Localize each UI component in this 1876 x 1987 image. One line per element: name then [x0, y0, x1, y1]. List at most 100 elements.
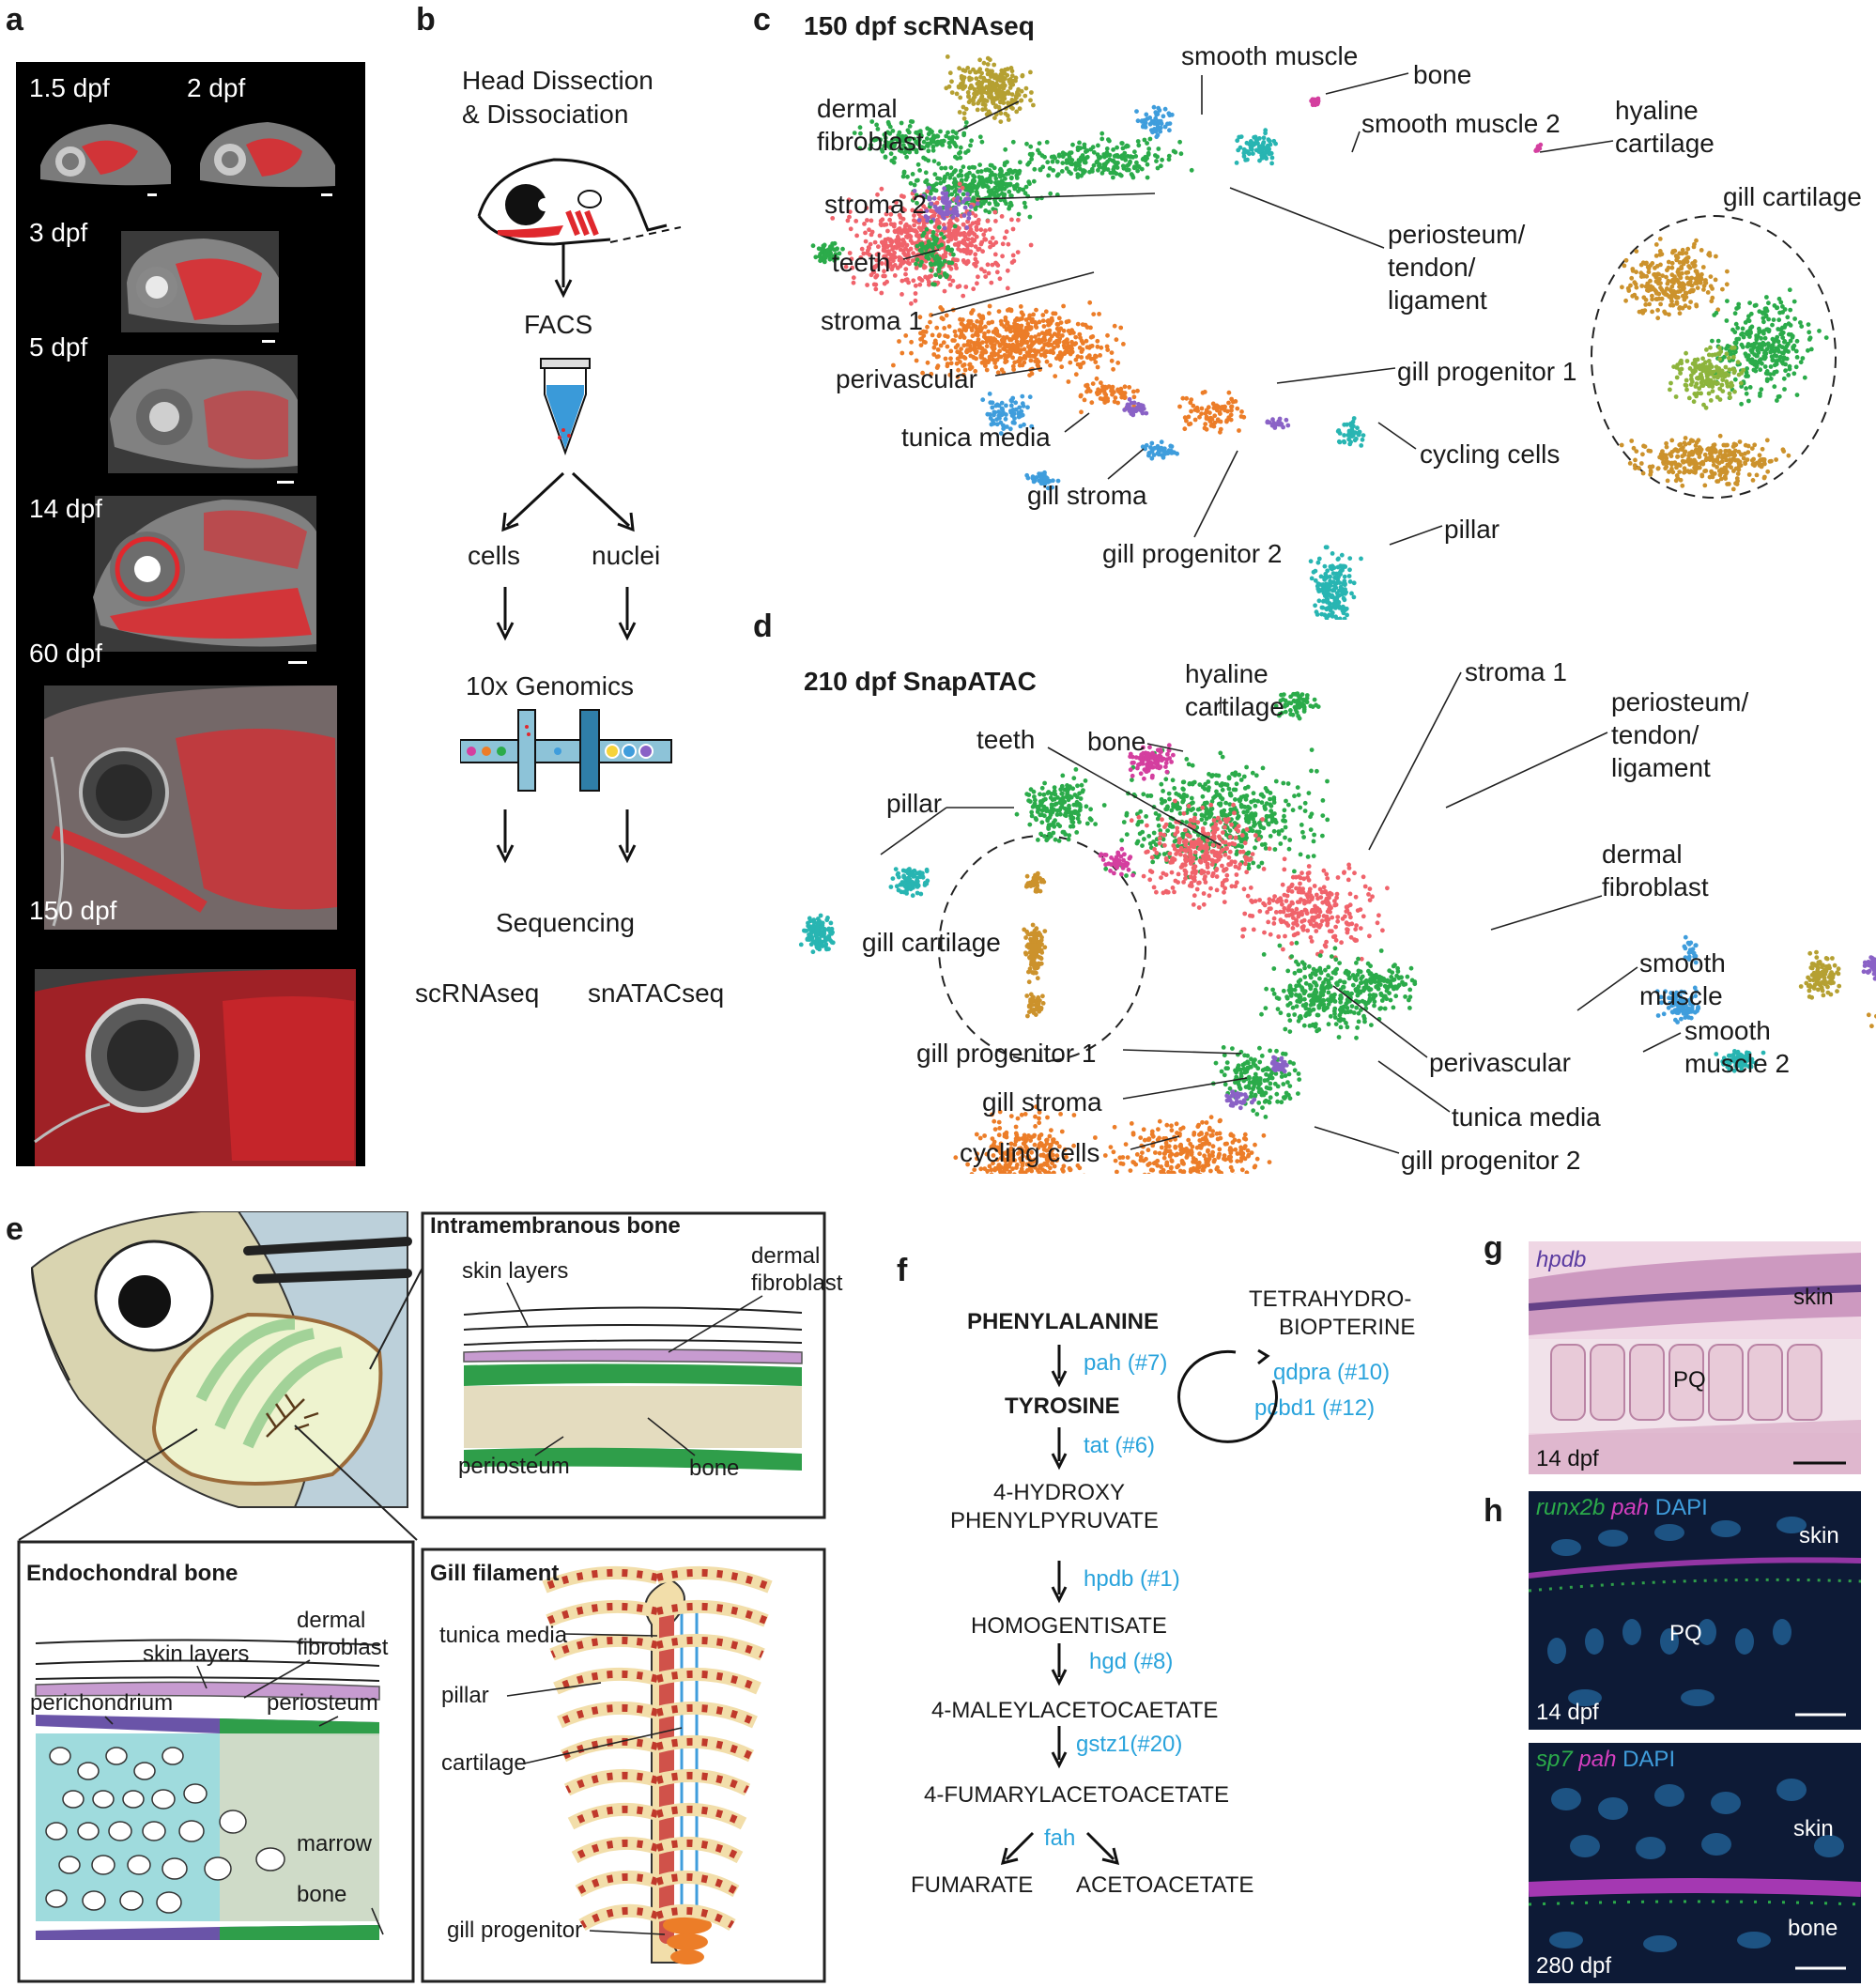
cell-point — [906, 248, 911, 254]
cell-point — [1028, 98, 1033, 103]
cell-point — [965, 66, 971, 70]
cell-point — [884, 211, 889, 217]
cell-point — [989, 170, 994, 176]
panel-letter-c: c — [753, 2, 771, 38]
cell-point — [957, 110, 962, 115]
cell-point — [999, 214, 1005, 219]
cell-point — [1004, 172, 1009, 177]
stage-label: 5 dpf — [29, 332, 88, 362]
cell-point — [998, 183, 1004, 189]
cell-point — [851, 280, 856, 285]
cell-point — [992, 209, 998, 215]
cell-point — [947, 70, 953, 76]
cell-point — [905, 174, 910, 179]
cell-point — [1009, 175, 1014, 180]
cell-point — [934, 200, 940, 206]
cell-point — [931, 159, 937, 164]
cell-point — [907, 261, 912, 267]
cell-point — [942, 288, 947, 294]
cell-point — [847, 209, 853, 215]
cell-point — [996, 87, 1002, 93]
cell-point — [1007, 85, 1013, 90]
facs-label: FACS — [524, 310, 593, 339]
cell-point — [1031, 178, 1037, 184]
cell-point — [887, 124, 893, 130]
cell-point — [911, 251, 915, 255]
cell-point — [985, 262, 991, 268]
cell-point — [907, 137, 912, 142]
cell-point — [961, 68, 966, 73]
cell-point — [1012, 98, 1018, 103]
cells-label: cells — [468, 541, 521, 570]
cell-point — [984, 183, 990, 189]
cell-point — [971, 101, 976, 106]
cell-point — [961, 293, 966, 299]
cell-point — [972, 175, 977, 179]
cell-point — [896, 132, 901, 138]
cell-point — [961, 111, 967, 116]
cell-point — [967, 75, 972, 81]
cell-point — [892, 136, 897, 142]
stage-label: 1.5 dpf — [29, 73, 110, 102]
cell-point — [857, 146, 863, 151]
cell-point — [892, 263, 898, 268]
cell-point — [1003, 76, 1007, 82]
cell-point — [874, 263, 880, 269]
cell-point — [974, 76, 979, 81]
cell-point — [983, 78, 989, 84]
cell-point — [993, 202, 999, 208]
cell-point — [953, 168, 958, 173]
cell-point — [1020, 72, 1025, 78]
cell-point — [1010, 106, 1015, 111]
stage-label: 150 dpf — [29, 896, 117, 925]
cell-point — [983, 274, 989, 279]
cell-point — [912, 182, 917, 188]
cell-point — [912, 218, 916, 223]
cell-point — [923, 274, 928, 280]
cell-point — [883, 135, 888, 141]
cell-point — [890, 129, 896, 133]
cell-point — [990, 236, 995, 240]
cell-point — [981, 232, 987, 238]
cell-point — [909, 300, 914, 306]
cell-point — [998, 72, 1004, 77]
tube-icon — [540, 358, 591, 455]
cell-point — [1005, 72, 1010, 78]
cell-point — [982, 102, 988, 108]
cell-point — [961, 75, 967, 80]
cell-point — [986, 270, 992, 276]
cell-point — [961, 86, 965, 91]
fish-5dpf — [108, 355, 298, 484]
cell-point — [1010, 82, 1016, 87]
cell-point — [1010, 226, 1016, 232]
fish-head-schematic — [477, 158, 682, 246]
cell-point — [965, 90, 971, 95]
cell-point — [884, 222, 889, 227]
cell-point — [985, 55, 991, 61]
cell-point — [859, 246, 865, 252]
cell-point — [980, 183, 986, 189]
panel-letter-a: a — [6, 2, 23, 38]
workflow-title-2: & Dissociation — [462, 100, 629, 129]
cell-point — [1009, 92, 1015, 97]
cell-point — [1007, 78, 1012, 83]
cell-point — [908, 238, 914, 243]
cell-point — [973, 252, 978, 257]
cell-point — [959, 173, 964, 178]
cell-point — [939, 165, 945, 171]
cell-point — [1004, 201, 1008, 207]
cell-point — [990, 262, 995, 268]
cell-point — [981, 99, 986, 104]
cell-point — [981, 178, 987, 184]
panel-a-image-strip: 1.5 dpf 2 dpf 3 dpf 5 dpf 14 dpf 60 dpf … — [16, 62, 365, 1166]
cell-point — [993, 176, 999, 181]
stage-label: 14 dpf — [29, 494, 102, 523]
cell-point — [939, 139, 944, 144]
fish-14dpf — [93, 496, 316, 664]
cell-point — [997, 276, 1003, 282]
cell-point — [928, 208, 933, 213]
cell-point — [950, 129, 956, 134]
cell-point — [888, 151, 894, 157]
cell-point — [991, 84, 996, 88]
cell-point — [987, 176, 992, 181]
